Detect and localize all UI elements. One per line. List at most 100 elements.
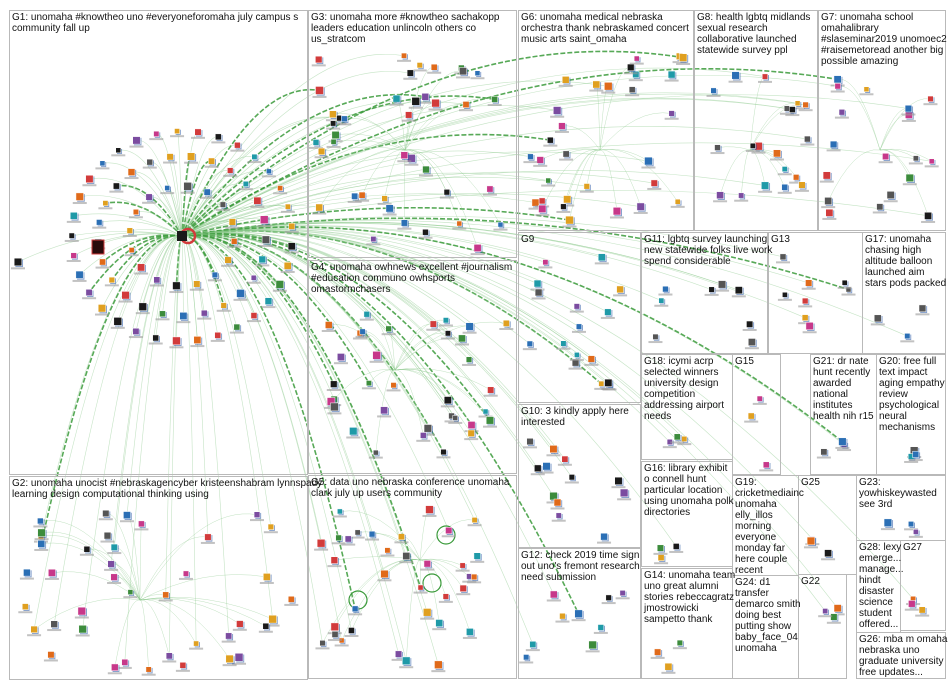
node-g1-11-80 (98, 200, 113, 210)
node-g2-0 (33, 517, 48, 528)
node-g4-10 (454, 334, 469, 346)
node-g1-10-105 (66, 252, 81, 262)
node-g3-36 (470, 70, 485, 80)
node-g1-red-square (91, 239, 105, 255)
node-g6-23 (641, 156, 656, 169)
node-g6-27 (625, 86, 640, 97)
edge-306 (139, 513, 258, 601)
node-g2-26 (117, 658, 132, 669)
node-g2-29 (100, 531, 115, 543)
node-g1-8-80 (95, 258, 110, 269)
group-label-g28-line-7: offered... (859, 619, 898, 630)
node-g1-11-50 (180, 182, 195, 194)
group-label-g23-line-0: G23: (859, 477, 881, 488)
node-g5-10 (341, 535, 356, 546)
node-g2-33 (44, 568, 59, 580)
node-g10-0 (617, 488, 632, 501)
edge-295 (139, 574, 267, 601)
node-g1-5-80 (135, 302, 150, 315)
node-g7-11 (830, 83, 845, 93)
node-g2-14 (19, 568, 34, 580)
node-g4-24 (346, 427, 361, 439)
edge-130 (181, 235, 322, 544)
group-label-g17-line-0: G17: unomaha (865, 234, 932, 245)
node-g5-23 (394, 533, 409, 544)
node-g6-22 (623, 63, 638, 75)
node-g9-7 (569, 352, 584, 361)
node-g1-19-105 (170, 128, 185, 138)
edge-316 (86, 548, 141, 601)
group-label-g25-line-0: G25 (801, 477, 820, 488)
edge-238 (357, 531, 421, 561)
node-g4-8 (368, 449, 383, 459)
node-g1-24-80 (246, 274, 261, 284)
edge-76 (181, 235, 273, 620)
edge-85 (113, 235, 183, 548)
node-g5-2 (391, 650, 406, 661)
node-g1-32-105 (246, 312, 261, 323)
node-g2-10 (258, 622, 273, 633)
edge-74 (17, 232, 183, 263)
node-g2-37 (134, 520, 149, 531)
node-g7-15 (872, 203, 887, 214)
edge-106 (181, 232, 470, 360)
node-g5-18 (441, 527, 456, 538)
node-g9-15 (584, 355, 599, 366)
edge-261 (542, 149, 601, 209)
node-g6-21 (676, 53, 691, 66)
edge-138 (181, 171, 655, 237)
edge-269 (599, 149, 641, 207)
group-label-g5-line-1: clark july up users community (311, 488, 442, 499)
node-g3-31 (418, 165, 433, 177)
node-g2-2 (162, 652, 177, 663)
node-g1-13-105 (72, 192, 87, 205)
node-g5-27 (399, 552, 414, 564)
node-g9-8 (600, 308, 615, 319)
node-g8-1 (777, 166, 792, 176)
edge-117 (181, 235, 342, 641)
group-label-g24-line-4: putting show (735, 621, 792, 632)
edge-21 (142, 235, 183, 307)
group-label-g24-line-0: G24: d1 (735, 577, 771, 588)
edge-227 (334, 369, 396, 400)
node-g3-39 (311, 55, 326, 67)
group-label-g21-line-0: G21: dr nate (813, 356, 869, 367)
node-g5-7 (350, 529, 365, 539)
node-g9-5 (594, 380, 609, 390)
node-g5-17 (432, 619, 447, 631)
node-g6-13 (670, 198, 685, 208)
group-label-g26-line-1: nebraska uno (859, 645, 920, 656)
node-g1-0-105 (229, 323, 244, 334)
edge-197 (344, 118, 406, 151)
node-g1-22-105 (230, 142, 245, 152)
node-g7-6 (901, 104, 916, 116)
node-g5-25 (315, 640, 330, 650)
node-g6-20 (647, 179, 662, 190)
node-g5-32 (380, 547, 395, 557)
edge-186 (181, 226, 843, 443)
node-g5-28 (327, 556, 342, 568)
node-g3-17 (397, 151, 412, 163)
node-g23-2 (908, 529, 923, 538)
group-box-g2 (9, 476, 308, 680)
group-label-g20-line-2: aging empathy (879, 378, 945, 389)
node-g3-19 (459, 101, 474, 112)
node-g2-9 (221, 632, 236, 643)
edge-205 (404, 70, 464, 151)
group-label-g18-line-2: university design (644, 378, 718, 389)
group-box-g1 (9, 10, 308, 475)
group-label-g28-line-2: manage... (859, 564, 903, 575)
node-g5-9 (420, 608, 435, 620)
node-g3-28 (487, 96, 502, 106)
group-label-g20-line-1: text impact (879, 367, 928, 378)
node-g7-5 (921, 211, 936, 223)
node-g2-21 (263, 523, 278, 534)
node-g3-34 (428, 98, 443, 111)
edge-251 (334, 556, 421, 561)
node-g5-22 (467, 573, 482, 584)
edge-103 (181, 234, 335, 385)
node-g1-10-50 (160, 185, 175, 195)
edge-187 (181, 229, 838, 609)
node-g8-9 (785, 106, 800, 117)
group-label-g9-line-0: G9 (521, 234, 535, 245)
